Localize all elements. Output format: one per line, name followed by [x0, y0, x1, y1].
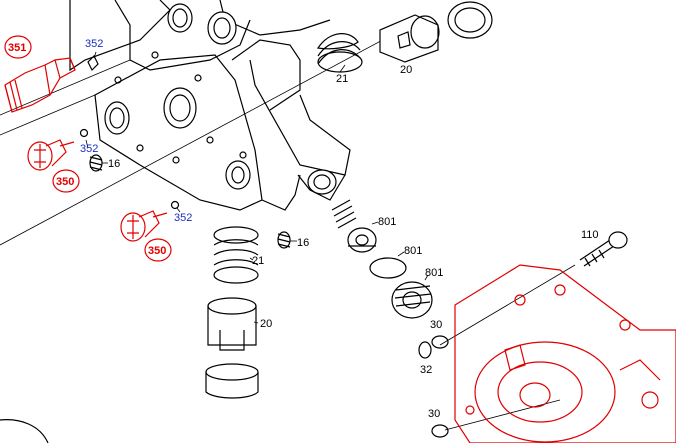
cup-upper-right [447, 1, 493, 39]
pump-housing [69, 0, 351, 211]
callout-352-a: 352 [85, 38, 103, 50]
washer-30-upper [431, 335, 449, 349]
valve-nut-801 [391, 281, 433, 319]
callout-801-b: 801 [404, 245, 422, 257]
callout-352-b: 352 [80, 143, 98, 155]
callout-21-lower: 21 [252, 255, 264, 267]
plug-350-upper [27, 139, 75, 171]
spring-16-lower [277, 231, 291, 249]
callout-21-upper: 21 [336, 73, 348, 85]
washer-30-lower [431, 424, 449, 438]
callout-352-c: 352 [174, 212, 192, 224]
bolt-110 [579, 231, 628, 267]
callout-circle-350-b [144, 238, 172, 262]
callout-801-a: 801 [378, 216, 396, 228]
washer-32 [418, 341, 432, 359]
callout-30-lower: 30 [428, 408, 440, 420]
callout-30-upper: 30 [430, 319, 442, 331]
spring-21-lower [213, 226, 259, 284]
sleeve-20-lower [207, 297, 257, 351]
callout-circle-351 [4, 35, 32, 59]
small-ball-352-c [170, 200, 180, 210]
assembly-axis-lines [0, 19, 576, 431]
spring-16-upper [89, 154, 103, 172]
sleeve-20-upper [379, 14, 440, 63]
callout-20-upper: 20 [400, 64, 412, 76]
callout-350-upper: 350 [56, 176, 74, 188]
callout-16-upper: 16 [108, 158, 120, 170]
plug-350-lower [120, 210, 168, 242]
callout-351: 351 [8, 42, 26, 54]
partial-ring-bottom-left [0, 419, 49, 443]
valve-spring-801 [331, 199, 357, 229]
valve-seat-801 [347, 227, 377, 253]
plug-351 [4, 57, 76, 113]
callout-110: 110 [581, 229, 599, 241]
callout-801-c: 801 [425, 267, 443, 279]
o-ring-801 [369, 257, 407, 279]
small-ring-352-a [87, 54, 99, 72]
callout-circle-350-a [52, 169, 80, 193]
callout-20-lower: 20 [260, 318, 272, 330]
callout-labels: 351 350 350 352 352 352 16 16 21 21 20 2… [8, 38, 599, 420]
callout-16-lower: 16 [297, 237, 309, 249]
pump-cover-plate [454, 264, 676, 443]
small-ball-352-b [79, 128, 89, 138]
disc-lower [205, 363, 259, 399]
callout-32: 32 [420, 364, 432, 376]
leader-lines [85, 51, 429, 324]
spring-21-upper [316, 33, 363, 73]
callout-350-lower: 350 [148, 245, 166, 257]
